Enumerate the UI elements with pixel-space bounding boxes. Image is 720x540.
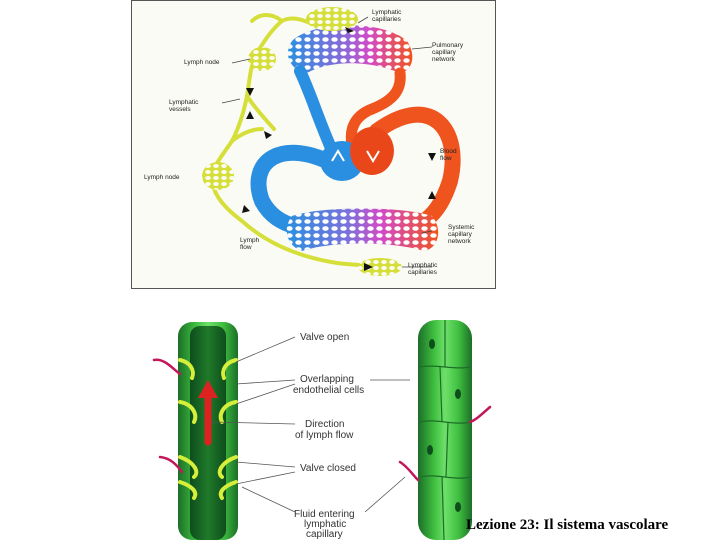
- capillary-svg: Valve open Overlapping endothelial cells…: [150, 312, 510, 540]
- label-lymphatic-vessels-2: vessels: [169, 106, 191, 113]
- label-valve-closed: Valve closed: [300, 463, 356, 474]
- label-lymph-flow-2: flow: [240, 244, 252, 251]
- label-direction-1: Direction: [305, 419, 344, 430]
- label-fluid-3: capillary: [306, 529, 343, 540]
- label-systemic-3: network: [448, 238, 472, 245]
- label-overlapping-2: endothelial cells: [293, 385, 364, 396]
- label-pulmonary-1: Pulmonary: [432, 42, 464, 49]
- label-lymph-node-upper: Lymph node: [184, 59, 220, 66]
- systemic-capillary-network: [287, 209, 438, 252]
- label-pulmonary-3: network: [432, 56, 456, 63]
- lymph-node-lower-shape: [202, 162, 234, 190]
- label-pulmonary-2: capillary: [432, 49, 457, 56]
- label-lymphatic-capillaries-top: Lymphatic: [372, 9, 402, 16]
- label-systemic-2: capillary: [448, 231, 473, 238]
- circulatory-lymphatic-diagram: Lymphatic capillaries Lymph node Pulmona…: [131, 0, 496, 289]
- label-blood-flow-2: flow: [440, 155, 452, 162]
- label-lymph-flow-1: Lymph: [240, 237, 260, 244]
- label-systemic-1: Systemic: [448, 224, 475, 231]
- slide-footer-title: Lezione 23: Il sistema vascolare: [466, 517, 668, 534]
- label-blood-flow-1: Blood: [440, 148, 457, 155]
- label-overlapping-1: Overlapping: [300, 374, 354, 385]
- label-lymphatic-capillaries-bottom-2: capillaries: [408, 269, 438, 276]
- label-direction-2: of lymph flow: [295, 430, 354, 441]
- circulation-svg: Lymphatic capillaries Lymph node Pulmona…: [132, 1, 496, 289]
- label-lymph-node-lower: Lymph node: [144, 174, 180, 181]
- label-valve-open: Valve open: [300, 332, 349, 343]
- label-lymphatic-vessels-1: Lymphatic: [169, 99, 199, 106]
- pulmonary-capillary-network: [288, 25, 412, 73]
- lymphatic-capillary-diagram: Valve open Overlapping endothelial cells…: [150, 312, 510, 540]
- capillary-exterior: [418, 320, 472, 540]
- label-lymphatic-capillaries-bottom-1: Lymphatic: [408, 262, 438, 269]
- lymph-node-upper-shape: [248, 47, 276, 71]
- label-lymphatic-capillaries-top-2: capillaries: [372, 16, 402, 23]
- capillary-cross-section: [178, 322, 238, 540]
- systemic-artery: [377, 115, 453, 223]
- lymphatic-capillaries-top: [306, 7, 358, 31]
